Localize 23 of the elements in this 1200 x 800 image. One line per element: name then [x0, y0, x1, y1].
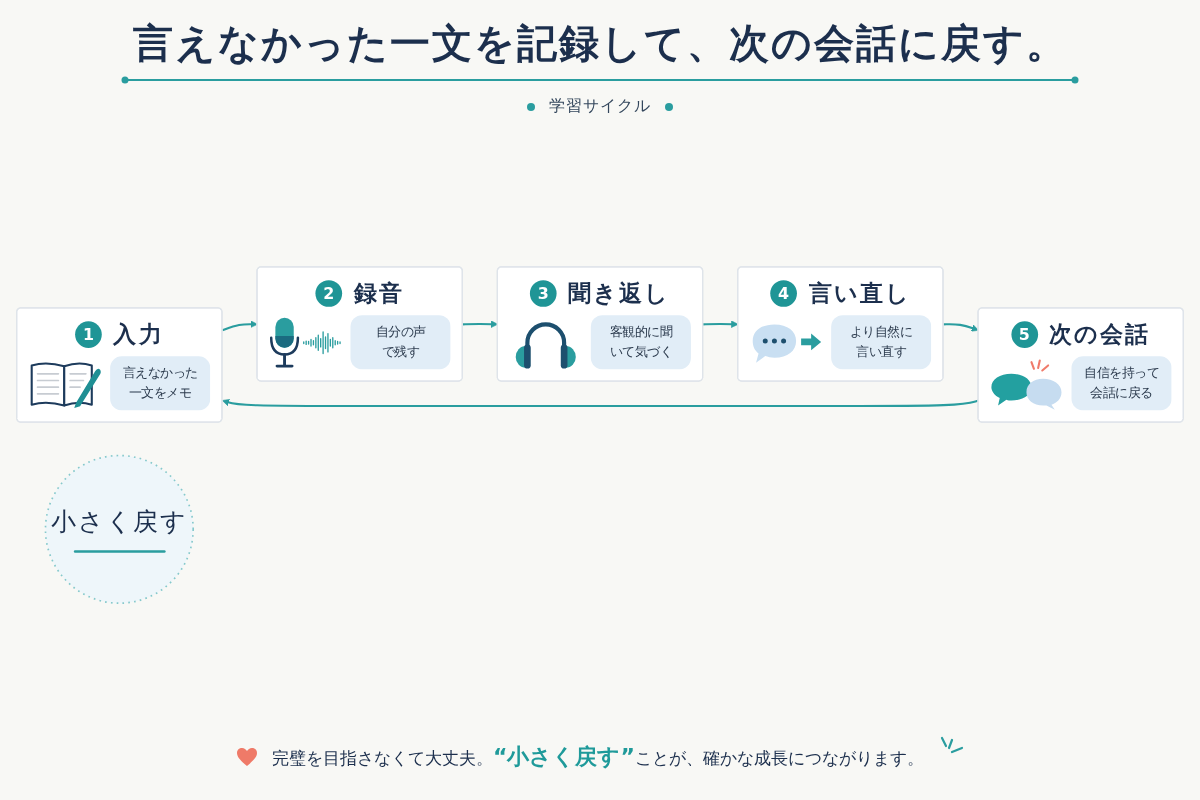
speech-bubble: 自信を持って会話に戻る	[1071, 356, 1172, 411]
subtitle: 学習サイクル	[549, 96, 651, 117]
center-circle	[44, 454, 194, 605]
center-label: 小さく戻す	[51, 505, 188, 538]
arrow	[222, 399, 979, 408]
step-card	[737, 266, 944, 382]
step-card	[496, 266, 704, 382]
step-title: 聞き返し	[568, 278, 671, 309]
arrow	[943, 323, 979, 332]
speech-bubble: 自分の声で残す	[350, 315, 451, 370]
arrow	[222, 320, 258, 332]
step-title: 言い直し	[808, 278, 911, 309]
caption: 完璧を目指さなくて大丈夫。“小さく戻す”ことが、確かな成長につながります。	[272, 743, 924, 771]
step-card	[256, 266, 463, 382]
speech-bubble: 言えなかった一文をメモ	[110, 356, 211, 411]
step-card	[16, 307, 223, 423]
step-title: 録音	[353, 278, 404, 309]
step-title: 入力	[113, 319, 164, 350]
step-card	[977, 307, 1184, 423]
step-title: 次の会話	[1049, 319, 1151, 350]
speech-bubble: 客観的に聞いて気づく	[590, 315, 691, 370]
title: 言えなかった一文を記録して、次の会話に戻す。	[132, 19, 1068, 68]
speech-bubble: より自然に言い直す	[831, 315, 932, 370]
